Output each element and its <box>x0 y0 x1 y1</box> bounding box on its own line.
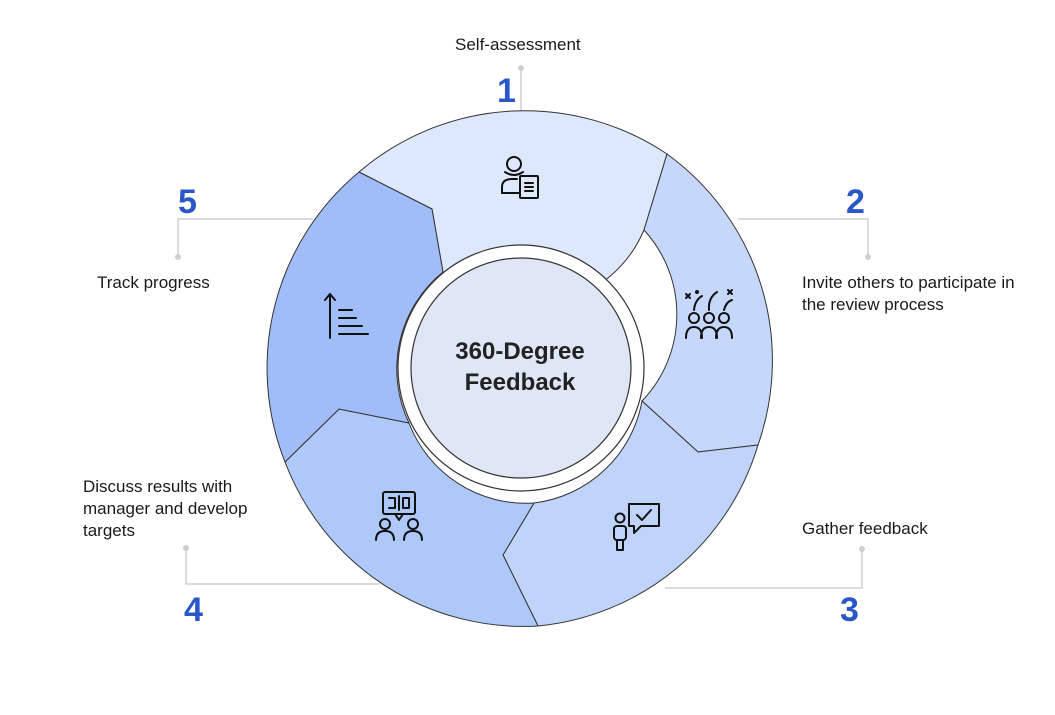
step-4-label: Discuss results with manager and develop… <box>83 477 248 540</box>
step-5-number: 5 <box>178 183 197 221</box>
segment-discuss-results <box>284 408 539 627</box>
person-document-icon <box>501 156 539 199</box>
step-5-label: Track progress <box>97 273 210 292</box>
leader-line-3 <box>665 551 863 589</box>
leader-dot-1 <box>518 65 524 71</box>
ring-segments <box>266 110 773 627</box>
step-4-number: 4 <box>184 591 203 629</box>
leader-line-4 <box>185 550 380 585</box>
person-feedback-icon <box>613 503 660 551</box>
discussion-icon <box>375 491 423 541</box>
step-1-number: 1 <box>497 72 516 110</box>
step-2-number: 2 <box>846 183 865 221</box>
center-title-line-1: 360-Degree <box>455 338 585 365</box>
center-title-line-2: Feedback <box>464 369 576 396</box>
leader-dot-3 <box>859 546 865 552</box>
leader-dots <box>175 65 871 552</box>
step-3-label: Gather feedback <box>802 519 928 538</box>
step-3-number: 3 <box>840 591 859 629</box>
center-title: 360-Degree Feedback <box>420 336 620 398</box>
step-2-label: Invite others to participate in the revi… <box>802 273 1015 314</box>
segment-invite-others <box>641 153 773 453</box>
center-disc <box>410 257 632 479</box>
progress-list-icon <box>324 293 369 339</box>
leader-line-5 <box>177 218 313 255</box>
leader-line-2 <box>738 218 869 255</box>
leader-dot-2 <box>865 254 871 260</box>
leader-lines <box>177 70 869 589</box>
team-celebration-icon <box>685 289 733 339</box>
step-1-label: Self-assessment <box>455 35 581 54</box>
leader-dot-5 <box>175 254 181 260</box>
leader-dot-4 <box>183 545 189 551</box>
